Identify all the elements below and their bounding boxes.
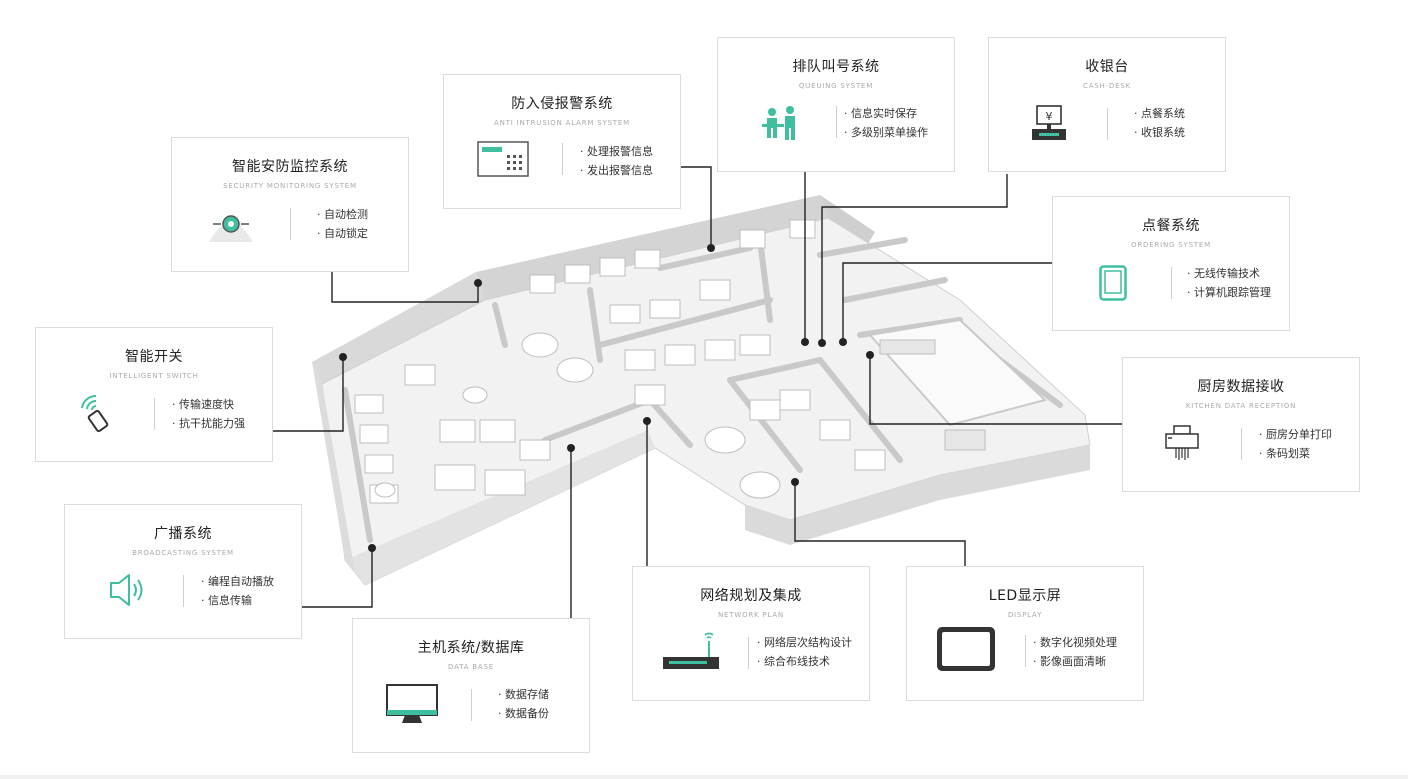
card-title: 广播系统 [154, 526, 212, 542]
feature-item: 信息传输 [201, 591, 274, 610]
feature-list: 处理报警信息 发出报警信息 [580, 142, 653, 180]
feature-list: 网络层次结构设计 综合布线技术 [757, 633, 852, 671]
card-subtitle: SECURITY MONITORING SYSTEM [223, 182, 357, 190]
feature-list: 数字化视频处理 影像画面清晰 [1033, 633, 1117, 671]
card-divider [836, 106, 837, 138]
card-subtitle: CASH-DESK [1083, 82, 1131, 90]
kitchen-area [868, 318, 1047, 451]
card-divider [562, 143, 563, 175]
card-subtitle: ORDERING SYSTEM [1131, 241, 1211, 249]
router-icon [663, 632, 719, 669]
card-kitchen-data-reception: 厨房数据接收 KITCHEN DATA RECEPTION 厨房分单打印 条码划… [1122, 357, 1360, 492]
card-divider [1107, 108, 1108, 140]
feature-item: 收银系统 [1134, 123, 1185, 142]
card-divider [748, 637, 749, 669]
feature-list: 信息实时保存 多级别菜单操作 [844, 104, 928, 142]
feature-item: 多级别菜单操作 [844, 123, 928, 142]
bottom-strip [0, 775, 1408, 779]
card-title: 防入侵报警系统 [511, 96, 613, 112]
card-subtitle: NETWORK PLAN [718, 611, 784, 619]
card-network-plan: 网络规划及集成 NETWORK PLAN 网络层次结构设计 综合布线技术 [632, 566, 870, 701]
card-broadcasting-system: 广播系统 BROADCASTING SYSTEM 编程自动播放 信息传输 [64, 504, 302, 639]
feature-item: 厨房分单打印 [1259, 425, 1332, 444]
card-title: LED显示屏 [988, 588, 1062, 604]
connector-dots [339, 244, 874, 552]
feature-list: 无线传输技术 计算机跟踪管理 [1187, 264, 1271, 302]
feature-list: 点餐系统 收银系统 [1134, 104, 1185, 142]
card-subtitle: INTELLIGENT SWITCH [109, 372, 199, 380]
card-divider [183, 575, 184, 607]
card-security-monitoring: 智能安防监控系统 SECURITY MONITORING SYSTEM 自动检测… [171, 137, 409, 272]
speaker-icon [110, 574, 143, 606]
card-divider [471, 689, 472, 721]
feature-item: 综合布线技术 [757, 652, 852, 671]
card-title: 网络规划及集成 [700, 588, 802, 604]
feature-item: 计算机跟踪管理 [1187, 283, 1271, 302]
feature-list: 编程自动播放 信息传输 [201, 572, 274, 610]
card-intelligent-switch: 智能开关 INTELLIGENT SWITCH 传输速度快 抗干扰能力强 [35, 327, 273, 462]
feature-item: 自动锁定 [317, 224, 368, 243]
card-queuing-system: 排队叫号系统 QUEUING SYSTEM 信息实时保存 多级别菜单操作 [717, 37, 955, 172]
card-subtitle: KITCHEN DATA RECEPTION [1185, 402, 1297, 410]
feature-item: 数据存储 [498, 685, 549, 704]
feature-item: 处理报警信息 [580, 142, 653, 161]
card-subtitle: QUEUING SYSTEM [798, 82, 874, 90]
alarm-panel-icon [477, 141, 529, 177]
card-subtitle: DISPLAY [1007, 611, 1043, 619]
card-title: 点餐系统 [1142, 218, 1200, 234]
camera-icon [209, 215, 253, 242]
card-ordering-system: 点餐系统 ORDERING SYSTEM 无线传输技术 计算机跟踪管理 [1052, 196, 1290, 331]
printer-icon [1165, 425, 1199, 460]
feature-item: 发出报警信息 [580, 161, 653, 180]
feature-item: 传输速度快 [172, 395, 245, 414]
card-cash-desk: 收银台 CASH-DESK ¥ 点餐系统 收银系统 [988, 37, 1226, 172]
feature-item: 抗干扰能力强 [172, 414, 245, 433]
feature-item: 影像画面清晰 [1033, 652, 1117, 671]
card-title: 智能开关 [125, 349, 183, 365]
dining-tables [354, 219, 886, 504]
feature-list: 数据存储 数据备份 [498, 685, 549, 723]
feature-list: 厨房分单打印 条码划菜 [1259, 425, 1332, 463]
feature-list: 传输速度快 抗干扰能力强 [172, 395, 245, 433]
card-subtitle: DATA BASE [448, 663, 494, 671]
feature-item: 数字化视频处理 [1033, 633, 1117, 652]
card-divider [1241, 428, 1242, 460]
feature-item: 编程自动播放 [201, 572, 274, 591]
led-screen-icon [937, 627, 995, 671]
card-divider [154, 398, 155, 430]
queue-people-icon [762, 106, 795, 140]
card-subtitle: ANTI INTRUSION ALARM SYSTEM [494, 119, 630, 127]
feature-item: 网络层次结构设计 [757, 633, 852, 652]
card-anti-intrusion-alarm: 防入侵报警系统 ANTI INTRUSION ALARM SYSTEM 处理报警… [443, 74, 681, 209]
card-title: 智能安防监控系统 [232, 159, 348, 175]
card-divider [290, 208, 291, 240]
feature-list: 自动检测 自动锁定 [317, 205, 368, 243]
tablet-icon [1099, 265, 1127, 301]
card-divider [1025, 635, 1026, 667]
feature-item: 信息实时保存 [844, 104, 928, 123]
card-title: 排队叫号系统 [792, 59, 880, 75]
card-title: 厨房数据接收 [1197, 379, 1285, 395]
cash-register-icon: ¥ [1032, 105, 1066, 140]
card-subtitle: BROADCASTING SYSTEM [132, 549, 234, 557]
card-divider [1171, 267, 1172, 299]
feature-item: 点餐系统 [1134, 104, 1185, 123]
feature-item: 自动检测 [317, 205, 368, 224]
monitor-icon [386, 684, 438, 723]
connector-lines [273, 166, 1122, 618]
feature-item: 无线传输技术 [1187, 264, 1271, 283]
feature-item: 条码划菜 [1259, 444, 1332, 463]
svg-text:¥: ¥ [1046, 110, 1053, 123]
feature-item: 数据备份 [498, 704, 549, 723]
card-led-display: LED显示屏 DISPLAY 数字化视频处理 影像画面清晰 [906, 566, 1144, 701]
card-title: 主机系统/数据库 [417, 640, 525, 656]
card-title: 收银台 [1085, 59, 1129, 75]
wireless-switch-icon [81, 394, 109, 433]
card-host-database: 主机系统/数据库 DATA BASE 数据存储 数据备份 [352, 618, 590, 753]
